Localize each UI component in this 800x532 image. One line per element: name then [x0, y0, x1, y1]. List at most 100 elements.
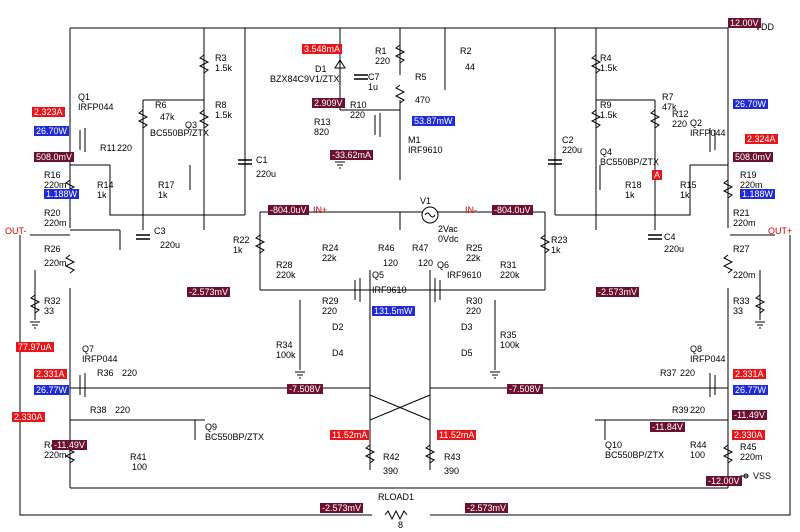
r26-value: 220m	[44, 258, 67, 268]
c4-name: C4	[664, 232, 676, 242]
c2-name: C2	[562, 135, 574, 145]
probe-q2-current: 2.324A	[745, 134, 778, 144]
vss-label: VSS	[753, 471, 772, 481]
out-minus-label: OUT-	[5, 226, 27, 236]
q8-name: Q8	[690, 344, 703, 354]
r38-name: R38	[90, 405, 107, 415]
rload1-value: 8	[398, 520, 404, 530]
v1-name: V1	[420, 196, 432, 206]
r14-name: R14	[97, 180, 114, 190]
r47-name: R47	[412, 243, 429, 253]
probe-q7-power: 26.77W	[34, 385, 70, 395]
probe-r42-current: 11.52mA	[330, 430, 370, 440]
c7-name: C7	[368, 72, 380, 82]
q2-name: Q2	[690, 118, 703, 128]
c1-name: C1	[256, 155, 268, 165]
q3-name: Q3	[185, 120, 198, 130]
out-plus-label: OUT+	[768, 226, 793, 236]
q7-name: Q7	[82, 344, 95, 354]
r19-name: R19	[740, 170, 757, 180]
probe-r16-power: 1.188W	[44, 189, 80, 199]
r12-value: 220	[672, 119, 688, 129]
r39-value: 220	[690, 405, 706, 415]
r45-name: R45	[740, 442, 757, 452]
r23-value: 1k	[551, 245, 561, 255]
in-minus-label: IN-	[465, 205, 477, 215]
r7-name: R7	[662, 92, 674, 102]
r40-value: 220m	[44, 450, 67, 460]
r16-name: R16	[44, 170, 61, 180]
probe-in-minus: -804.0uV	[492, 205, 533, 215]
probe-q1-source: 508.0mV	[34, 152, 75, 162]
probe-q2-power: 26.70W	[733, 99, 769, 109]
r35-value: 100k	[500, 340, 520, 350]
q8-part: IRFP044	[690, 354, 726, 364]
r1-name: R1	[375, 46, 387, 56]
r41-value: 100	[132, 462, 148, 472]
r13-name: R13	[314, 117, 331, 127]
r20-value: 220m	[44, 218, 67, 228]
r31-value: 220k	[500, 270, 520, 280]
r9-name: R9	[600, 100, 612, 110]
r34-name: R34	[276, 340, 293, 350]
probe-r40-current: 2.330A	[12, 412, 45, 422]
probe-m1-power: 53.87mW	[412, 116, 455, 126]
d3-name: D3	[461, 322, 473, 332]
c3-value: 220u	[160, 240, 181, 250]
q10-name: Q10	[605, 440, 623, 450]
r21-name: R21	[733, 208, 750, 218]
r33-value: 33	[733, 306, 744, 316]
probe-rload-left: -2.573mV	[320, 503, 364, 513]
r14-value: 1k	[97, 190, 107, 200]
r6-name: R6	[155, 100, 167, 110]
r17-name: R17	[158, 180, 175, 190]
r34-value: 100k	[276, 350, 296, 360]
r27-name: R27	[733, 244, 750, 254]
r3-value: 1.5k	[215, 63, 233, 73]
r39-name: R39	[672, 405, 689, 415]
q10-part: BC550BP/ZTX	[605, 450, 665, 460]
probe-right-bias: -2.573mV	[596, 287, 640, 297]
probe-r32-current: 77.97uA	[16, 342, 54, 352]
c3-name: C3	[154, 226, 166, 236]
c2-value: 220u	[562, 145, 583, 155]
v1-spec2: 0Vdc	[438, 234, 459, 244]
r21-value: 220m	[733, 218, 756, 228]
q6-name: Q6	[437, 260, 450, 270]
r36-value: 220	[122, 368, 138, 378]
r22-name: R22	[233, 235, 250, 245]
r28-value: 220k	[276, 270, 296, 280]
probe-q10-voltage: -11.84V	[650, 422, 685, 432]
r5-value: 470	[415, 95, 431, 105]
r2-name: R2	[460, 46, 472, 56]
r46-value: 120	[383, 258, 399, 268]
r24-name: R24	[322, 243, 339, 253]
probe-r43-current: 11.52mA	[437, 430, 477, 440]
r32-name: R32	[44, 296, 61, 306]
c1-value: 220u	[256, 169, 277, 179]
probe-r19-power: 1.188W	[740, 189, 776, 199]
probe-rload-right: -2.573mV	[465, 503, 509, 513]
d1-part: BZX84C9V1/ZTX	[270, 74, 340, 84]
probe-left-bias: -2.573mV	[187, 287, 231, 297]
r30-name: R30	[466, 296, 483, 306]
probe-q5-power: 131.5mW	[372, 306, 415, 316]
r25-name: R25	[466, 243, 483, 253]
r35-name: R35	[500, 330, 517, 340]
q1-name: Q1	[78, 92, 91, 102]
r43-value: 390	[444, 466, 460, 476]
r19-value: 220m	[740, 180, 763, 190]
c4-value: 220u	[664, 244, 685, 254]
d1-name: D1	[315, 64, 327, 74]
probe-q4-current: A	[652, 170, 663, 180]
r36-name: R36	[97, 368, 114, 378]
r4-name: R4	[600, 53, 612, 63]
q2-part: IRFP044	[690, 128, 726, 138]
r7-value: 47k	[662, 102, 677, 112]
r8-name: R8	[215, 100, 227, 110]
r12-name: R12	[672, 109, 689, 119]
probe-r45-current: 2.330A	[732, 430, 765, 440]
r25-value: 22k	[466, 253, 481, 263]
